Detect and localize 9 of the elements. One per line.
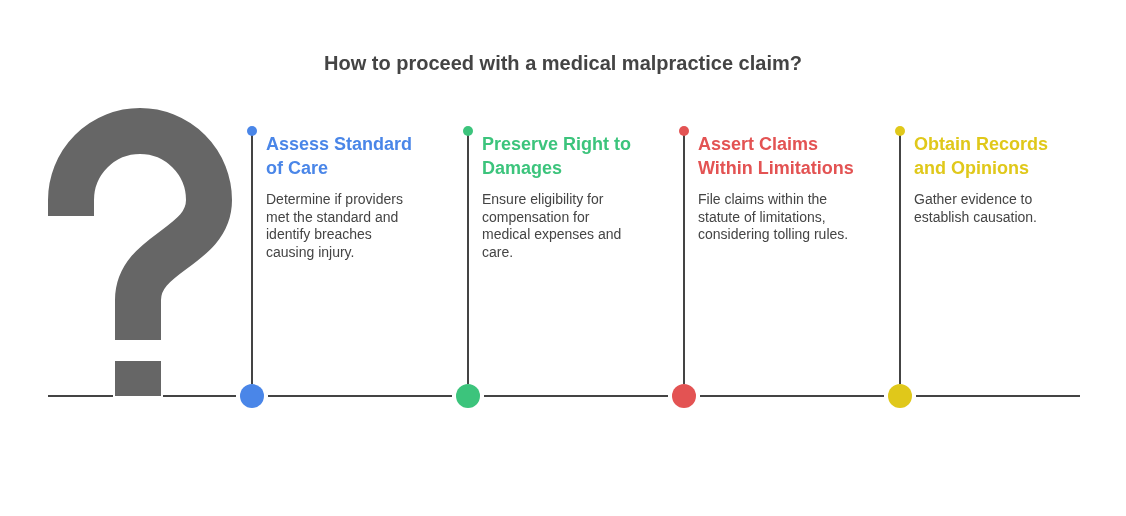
step-heading: Assess Standard of Care — [266, 133, 414, 180]
step-heading: Preserve Right to Damages — [482, 133, 633, 180]
diagram-title: How to proceed with a medical malpractice claim? — [324, 52, 802, 75]
step-description: Determine if providers met the standard and identify breaches causing injury. — [266, 191, 404, 261]
step-heading: Obtain Records and Opinions — [914, 133, 1050, 180]
step-description: File claims within the statute of limitations, considering tolling rules. — [698, 191, 850, 244]
step-description: Gather evidence to establish causation. — [914, 191, 1038, 226]
step-description: Ensure eligibility for compensation for medical expenses and care. — [482, 191, 623, 261]
step-heading: Assert Claims Within Limitations — [698, 133, 855, 180]
